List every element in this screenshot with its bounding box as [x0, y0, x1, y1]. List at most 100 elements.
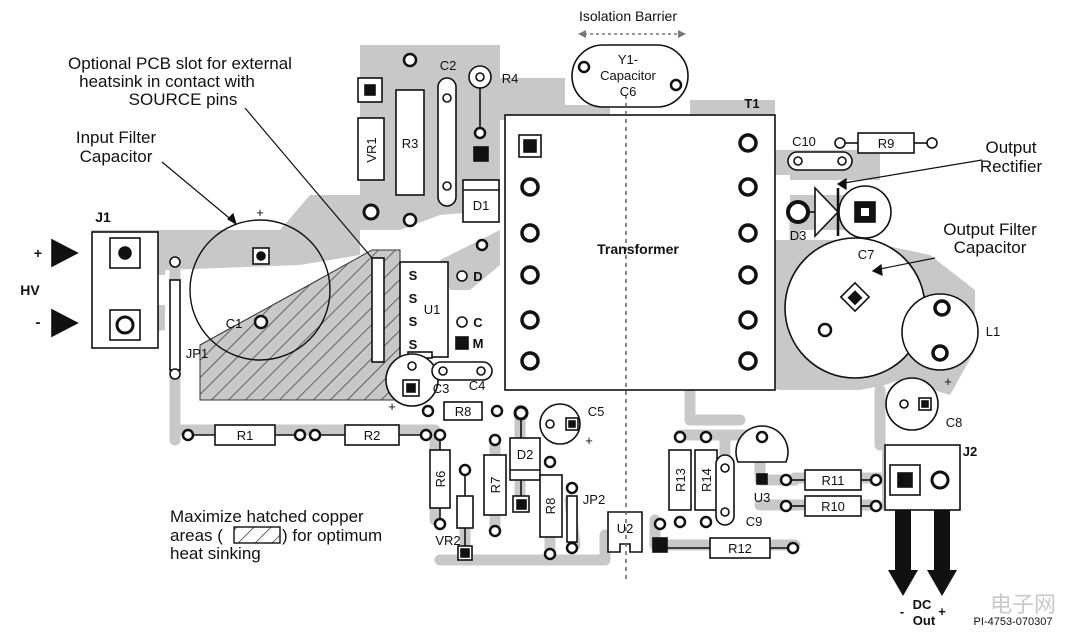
y1-label-line2: Capacitor: [600, 68, 656, 83]
c3-plus: +: [388, 399, 396, 414]
l1-inductor: [901, 293, 979, 371]
u1-pin-s2: S: [409, 291, 418, 306]
c3-label: C3: [433, 381, 450, 396]
c1-plus: +: [256, 205, 264, 220]
output-rectifier-line1: Output: [985, 138, 1036, 157]
optional-slot-line3: SOURCE pins: [129, 90, 238, 109]
j1-label: J1: [95, 209, 111, 225]
r8-label: R8: [455, 404, 472, 419]
dc-output-arrows: [888, 510, 957, 596]
output-filter-line2: Capacitor: [954, 238, 1027, 257]
vr2-label: VR2: [435, 533, 460, 548]
jp1-jumper: [169, 256, 181, 380]
c7-label: C7: [858, 247, 875, 262]
r13-resistor: [668, 430, 692, 529]
d2-diode: [509, 405, 541, 513]
hatched-copper-area: [199, 249, 401, 401]
c5-capacitor: [539, 403, 581, 445]
j2-label: J2: [963, 444, 977, 459]
u1-pin-d: D: [473, 269, 482, 284]
r13-label: R13: [673, 468, 688, 492]
dc-label: DC: [913, 597, 932, 612]
input-filter-line1: Input Filter: [76, 128, 157, 147]
c5-plus: +: [585, 433, 593, 448]
c2-capacitor: [437, 77, 457, 207]
j1-connector: [51, 231, 159, 349]
t1-label: T1: [744, 96, 759, 111]
u1-pin-s3: S: [409, 314, 418, 329]
y1-capacitor: [571, 44, 689, 108]
r3-label: R3: [402, 136, 419, 151]
isolation-barrier-label: Isolation Barrier: [579, 8, 677, 24]
r11-resistor: [779, 469, 883, 491]
r6-resistor: [429, 440, 451, 531]
r6-label: R6: [433, 471, 448, 488]
c8-plus: +: [944, 374, 952, 389]
c10-label: C10: [792, 134, 816, 149]
c9-capacitor: [715, 454, 735, 526]
d3-label: D3: [790, 228, 807, 243]
d1-label: D1: [473, 198, 490, 213]
r3-resistor: [395, 52, 425, 228]
j2-connector: [884, 444, 961, 511]
y1-label-line3: C6: [620, 84, 637, 99]
c1-label: C1: [226, 316, 243, 331]
r11-label: R11: [822, 473, 845, 488]
r8-resistor: [421, 401, 504, 421]
u1-pin-s4: S: [409, 337, 418, 352]
u3-label: U3: [754, 490, 771, 505]
maximize-line2a: areas (: [170, 526, 223, 545]
jp2-jumper: [565, 481, 579, 555]
labels: Isolation Barrier Optional PCB slot for …: [20, 8, 1056, 628]
r14-label: R14: [699, 468, 714, 492]
r1-resistor: [181, 424, 322, 446]
r1-label: R1: [237, 428, 254, 443]
hv-minus-label: -: [36, 314, 41, 331]
r7-resistor: [483, 433, 507, 538]
t1-transformer: [504, 114, 776, 391]
r8b-resistor: [539, 455, 563, 561]
r8b-label: R8: [543, 498, 558, 515]
r2-label: R2: [364, 428, 381, 443]
isolation-barrier: [578, 30, 686, 580]
out-label: Out: [913, 613, 936, 628]
jp1-label: JP1: [186, 346, 208, 361]
optional-slot-line1: Optional PCB slot for external: [68, 54, 292, 73]
output-filter-line1: Output Filter: [943, 220, 1037, 239]
maximize-line3: heat sinking: [170, 544, 261, 563]
u1-pin-s1: S: [409, 268, 418, 283]
hv-label: HV: [20, 282, 40, 298]
c4-capacitor: [431, 361, 493, 381]
d1-diode: [462, 146, 500, 252]
hv-plus-label: +: [34, 245, 42, 261]
c4-label: C4: [469, 378, 486, 393]
l1-label: L1: [986, 324, 1000, 339]
vr1-label: VR1: [364, 137, 379, 162]
dc-plus-label: +: [938, 604, 946, 619]
r10-label: R10: [821, 499, 845, 514]
u2-optocoupler: [607, 511, 643, 553]
r4-resistor: [468, 65, 492, 140]
c10-capacitor: [787, 151, 853, 171]
c1-input-capacitor: [189, 219, 331, 361]
c2-label: C2: [440, 58, 457, 73]
r12-resistor: [652, 517, 800, 559]
d2-label: D2: [517, 447, 534, 462]
d3-output-rectifier: [786, 185, 892, 239]
u1-pin-c: C: [473, 315, 483, 330]
r12-label: R12: [728, 541, 752, 556]
c8-capacitor: [885, 377, 939, 431]
r2-resistor: [320, 424, 447, 446]
annotation-leaders: [161, 107, 983, 276]
u2-label: U2: [617, 521, 634, 536]
c9-label: C9: [746, 514, 763, 529]
r14-resistor: [694, 430, 718, 529]
c7-output-capacitor: [784, 237, 926, 379]
u1-pin-m: M: [473, 336, 484, 351]
r7-label: R7: [488, 477, 503, 494]
u1-label: U1: [424, 302, 441, 317]
figure-id: PI-4753-070307: [974, 616, 1053, 628]
watermark: 电子网: [990, 592, 1056, 617]
c8-label: C8: [946, 415, 963, 430]
